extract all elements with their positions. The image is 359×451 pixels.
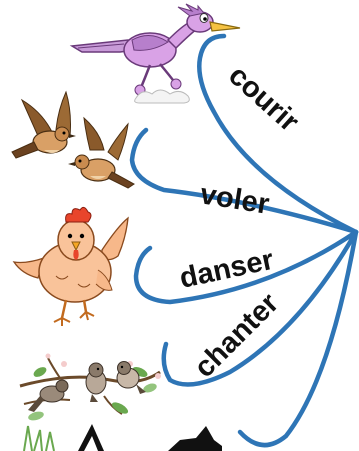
roadrunner-icon <box>69 3 241 104</box>
line-bottom <box>237 229 359 448</box>
sparrows-icon <box>11 90 135 189</box>
hen-icon <box>12 206 129 326</box>
birds-on-branch-icon <box>19 353 161 451</box>
line-danser <box>133 229 359 305</box>
label-courir: courir <box>222 59 304 138</box>
line-courir <box>197 33 359 235</box>
label-voler: voler <box>198 178 271 220</box>
line-voler <box>129 127 359 235</box>
line-chanter <box>161 229 359 387</box>
connector-lines <box>129 33 359 448</box>
cropped-figures <box>78 424 222 451</box>
